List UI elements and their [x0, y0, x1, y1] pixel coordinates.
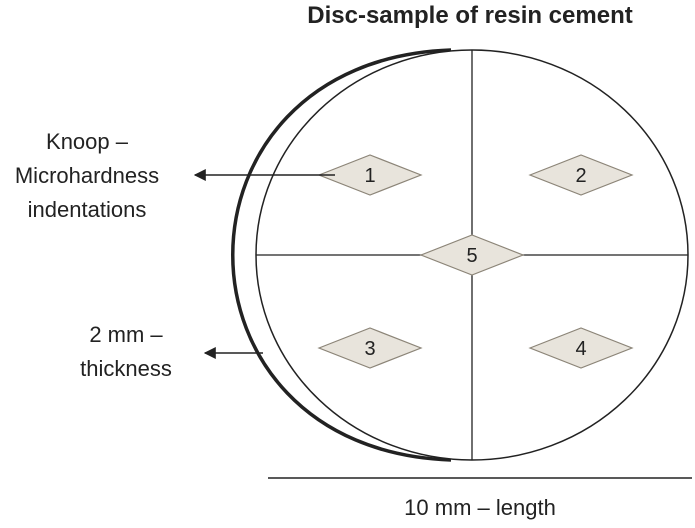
thickness-label: 2 mm – thickness [60, 318, 192, 386]
svg-text:5: 5 [466, 245, 477, 267]
svg-text:2: 2 [575, 165, 586, 187]
disc-thickness-edge [231, 48, 452, 462]
indentation-label: Knoop – Microhardness indentations [0, 125, 174, 227]
indentation-1: 1 [317, 154, 423, 196]
diagram-title: Disc-sample of resin cement [307, 2, 633, 29]
svg-text:1: 1 [364, 165, 375, 187]
svg-text:4: 4 [575, 338, 586, 360]
indentation-3: 3 [317, 327, 423, 369]
indentation-5: 5 [419, 234, 525, 276]
indentation-label-line-3: indentations [27, 197, 147, 222]
thickness-label-line-2: thickness [80, 356, 172, 381]
svg-text:3: 3 [364, 338, 375, 360]
length-label: 10 mm – length [404, 495, 556, 520]
thickness-label-line-1: 2 mm – [89, 322, 163, 347]
indentation-2: 2 [528, 154, 634, 196]
indentation-label-line-1: Knoop – [46, 129, 128, 154]
indentation-label-line-2: Microhardness [14, 163, 160, 188]
indentation-4: 4 [528, 327, 634, 369]
